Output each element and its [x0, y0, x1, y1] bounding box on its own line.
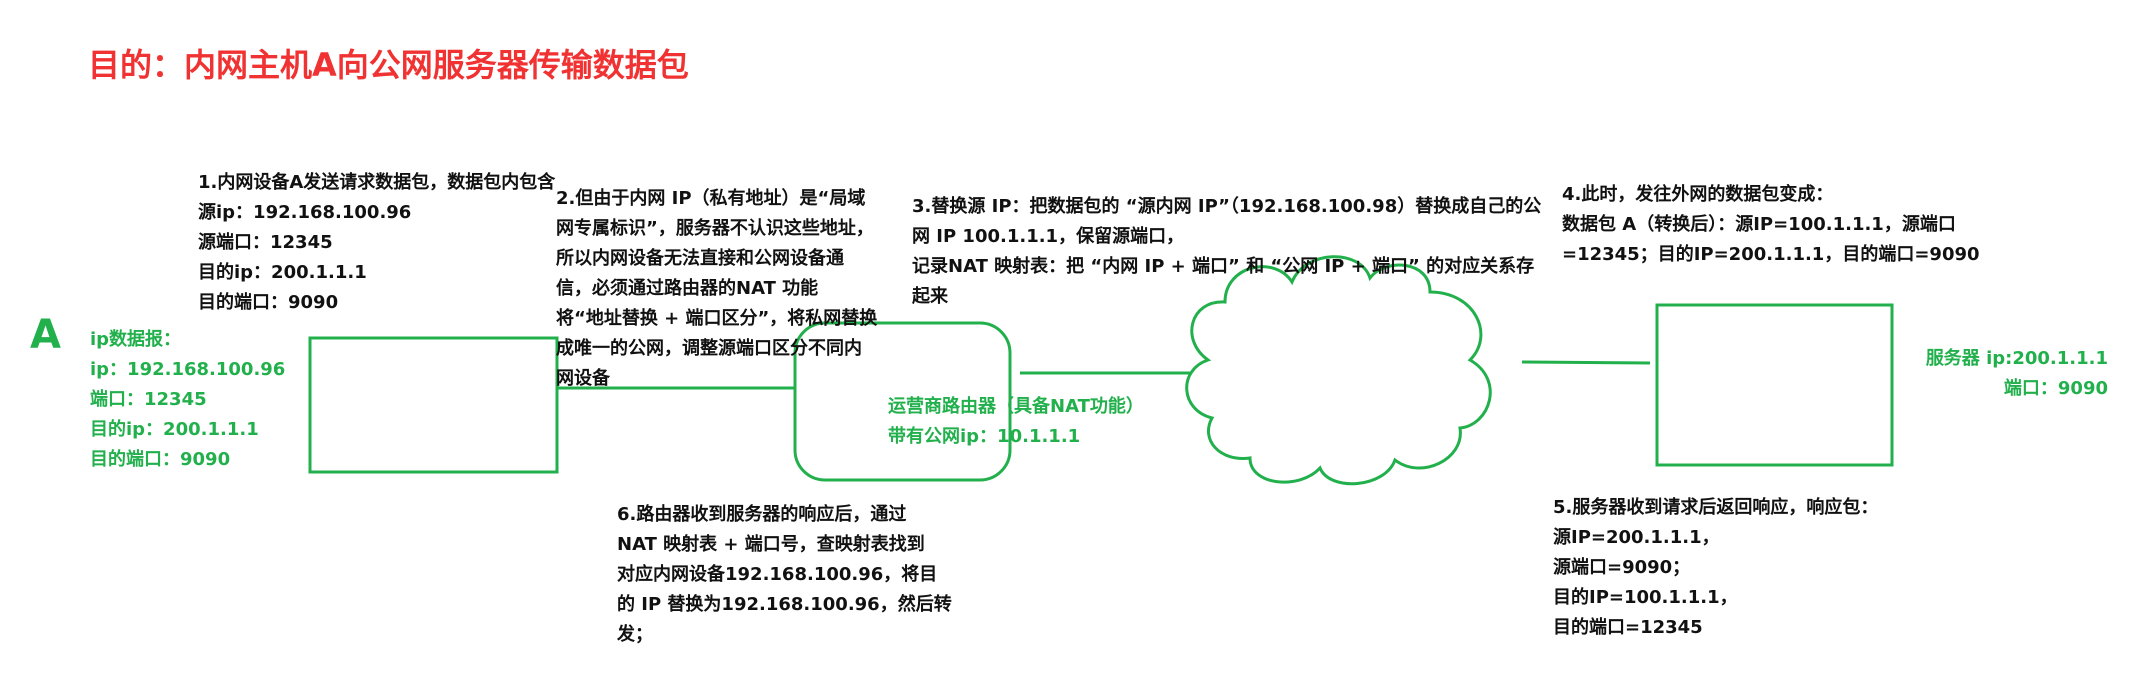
router-box	[793, 321, 1012, 482]
host-a-datagram: ip数据报： ip：192.168.100.96 端口：12345 目的ip：2…	[90, 329, 286, 470]
host-a-label: A	[30, 312, 61, 358]
step-2-text: 2.但由于内网 IP（私有地址）是“局域 网专属标识”，服务器不认识这些地址， …	[556, 188, 878, 389]
internet-cloud	[1185, 255, 1492, 486]
step-4-text: 4.此时，发往外网的数据包变成： 数据包 A（转换后）：源IP=100.1.1.…	[1562, 184, 1980, 265]
page-title: 目的：内网主机A向公网服务器传输数据包	[88, 46, 689, 84]
step-1-text: 1.内网设备A发送请求数据包，数据包内包含 源ip：192.168.100.96…	[198, 172, 556, 313]
router-label: 运营商路由器（具备NAT功能） 带有公网ip：10.1.1.1	[888, 396, 1144, 447]
server-label: 服务器 ip:200.1.1.1 端口：9090	[1925, 348, 2108, 399]
step-6-text: 6.路由器收到服务器的响应后，通过 NAT 映射表 + 端口号，查映射表找到 对…	[617, 504, 952, 645]
server-box	[1655, 303, 1894, 467]
step-3-text: 3.替换源 IP：把数据包的 “源内网 IP”（192.168.100.98）替…	[912, 196, 1542, 307]
step-5-text: 5.服务器收到请求后返回响应，响应包： 源IP=200.1.1.1， 源端口=9…	[1553, 497, 1879, 638]
cloud-server-link	[1521, 360, 1651, 365]
host-a-box	[308, 336, 559, 474]
